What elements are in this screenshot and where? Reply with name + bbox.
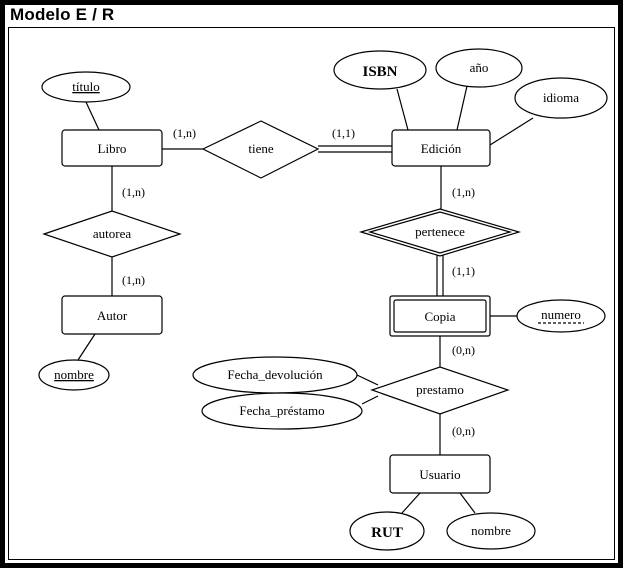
cardinality-libro-tiene: (1,n) [173, 126, 196, 140]
relationship-tiene-label: tiene [248, 141, 273, 156]
attribute-idioma: idioma [514, 77, 608, 119]
attribute-idioma-label: idioma [543, 90, 579, 105]
attribute-rut-key: RUT [349, 511, 425, 551]
cardinality-autorea-autor: (1,n) [122, 273, 145, 287]
entity-usuario-label: Usuario [419, 467, 460, 482]
cardinality-pertenece-copia: (1,1) [452, 264, 475, 278]
cardinality-edicion-pertenece: (1,n) [452, 185, 475, 199]
cardinality-copia-prestamo: (0,n) [452, 343, 475, 357]
relationship-prestamo-label: prestamo [416, 382, 464, 397]
attribute-titulo-label: título [72, 79, 99, 94]
entity-copia-label: Copia [424, 309, 455, 324]
attribute-nombre-usuario-label: nombre [471, 523, 511, 538]
diagram-canvas-border [8, 27, 615, 560]
entity-edicion-label: Edición [421, 141, 462, 156]
attribute-fecha-devolucion-label: Fecha_devolución [227, 367, 323, 382]
attribute-isbn-label: ISBN [362, 64, 397, 80]
entity-usuario: Usuario [389, 454, 491, 494]
cardinality-labels: (1,n) (1,1) (1,n) (1,n) (1,n) (1,1) (0,n… [122, 126, 475, 438]
attribute-nombre-usuario: nombre [446, 512, 536, 550]
attribute-fecha-devolucion: Fecha_devolución [192, 356, 358, 394]
entity-edicion: Edición [391, 129, 491, 167]
attribute-titulo-key: título [41, 71, 131, 103]
connector-lines [77, 85, 534, 514]
relationship-autorea: autorea [42, 210, 182, 258]
diagram-title: Modelo E / R [10, 5, 115, 24]
entity-autor: Autor [61, 295, 163, 335]
entity-libro: Libro [61, 129, 163, 167]
relationship-prestamo: prestamo [370, 366, 510, 415]
cardinality-tiene-edicion: (1,1) [332, 126, 355, 140]
attribute-anio-label: año [470, 60, 489, 75]
attribute-nombre-autor-label: nombre [54, 367, 94, 382]
entity-libro-label: Libro [98, 141, 127, 156]
attribute-fecha-prestamo-label: Fecha_préstamo [239, 403, 324, 418]
relationship-pertenece-label: pertenece [415, 224, 465, 239]
attribute-fecha-prestamo: Fecha_préstamo [201, 392, 363, 430]
entity-copia-weak: Copia [389, 295, 491, 337]
relationship-pertenece-identifying: pertenece [358, 208, 522, 257]
attribute-nombre-autor-key: nombre [38, 359, 110, 391]
relationship-autorea-label: autorea [93, 226, 131, 241]
attribute-isbn-key: ISBN [333, 50, 427, 90]
attribute-numero-label: numero [541, 307, 581, 322]
cardinality-libro-autorea: (1,n) [122, 185, 145, 199]
cardinality-prestamo-usuario: (0,n) [452, 424, 475, 438]
attribute-anio: año [435, 48, 523, 88]
attribute-numero-partial-key: numero [516, 299, 606, 333]
entity-autor-label: Autor [97, 308, 128, 323]
relationship-tiene: tiene [201, 120, 320, 179]
attribute-rut-label: RUT [371, 525, 403, 541]
